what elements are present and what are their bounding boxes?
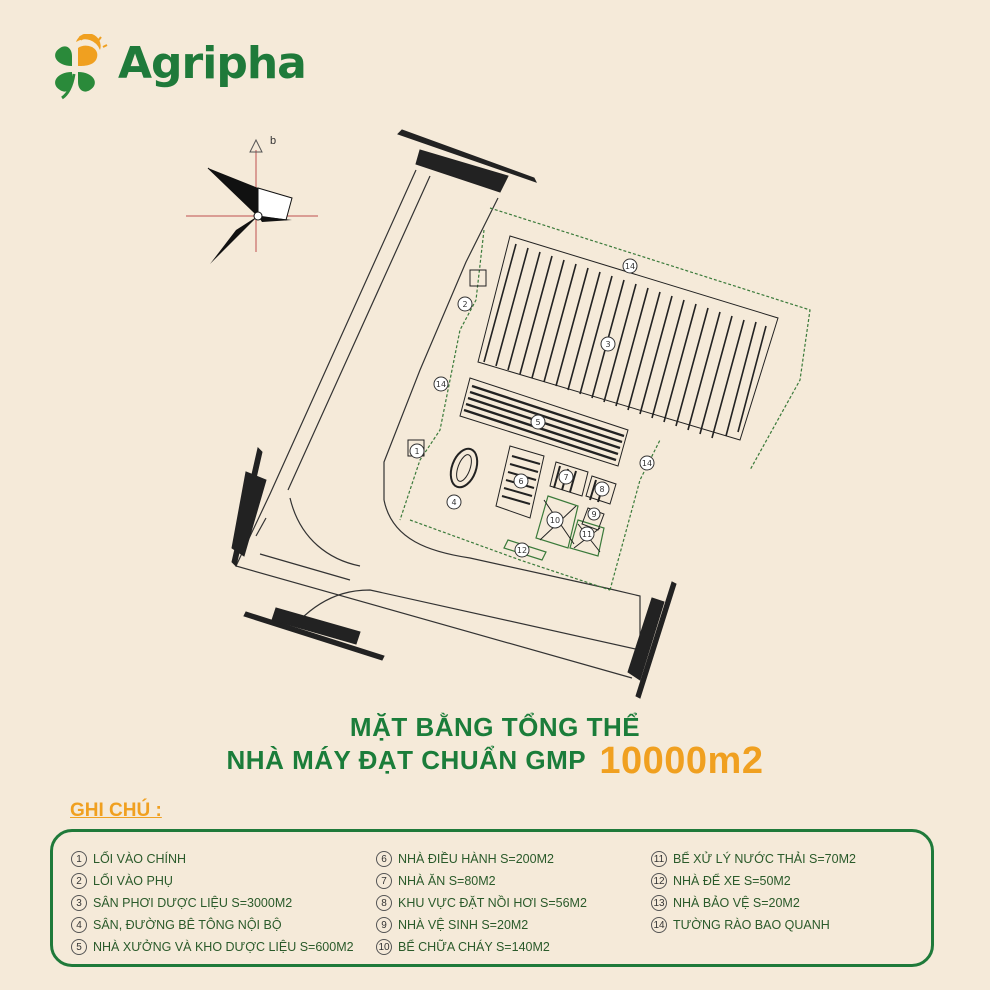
svg-text:1: 1 (414, 447, 419, 456)
svg-text:11: 11 (582, 530, 592, 539)
svg-text:6: 6 (518, 477, 523, 486)
clover-sun-icon (55, 33, 108, 100)
site-plan: b (186, 129, 811, 699)
plan-title-line1: MẶT BẰNG TỔNG THỂ (349, 712, 641, 742)
plan-title-line2: NHÀ MÁY ĐẠT CHUẨN GMP 10000m2 (0, 740, 990, 783)
north-label: b (270, 135, 276, 147)
svg-text:14: 14 (436, 380, 446, 389)
compass-icon: b (186, 135, 318, 264)
svg-text:12: 12 (517, 546, 527, 555)
svg-text:9: 9 (591, 510, 596, 519)
svg-text:2: 2 (462, 300, 467, 309)
svg-text:3: 3 (605, 340, 610, 349)
agripha-logo: Agripha (46, 33, 307, 104)
svg-text:8: 8 (599, 485, 604, 494)
plan-area: 10000m2 (599, 740, 764, 782)
svg-text:4: 4 (451, 498, 456, 507)
svg-text:5: 5 (535, 418, 540, 427)
svg-text:7: 7 (563, 473, 568, 482)
svg-text:14: 14 (625, 262, 635, 271)
svg-text:14: 14 (642, 459, 652, 468)
brand-name: Agripha (118, 38, 307, 89)
legend-heading: GHI CHÚ : (70, 800, 162, 821)
plan-title-text: NHÀ MÁY ĐẠT CHUẨN GMP (226, 745, 586, 775)
svg-text:10: 10 (550, 516, 560, 525)
